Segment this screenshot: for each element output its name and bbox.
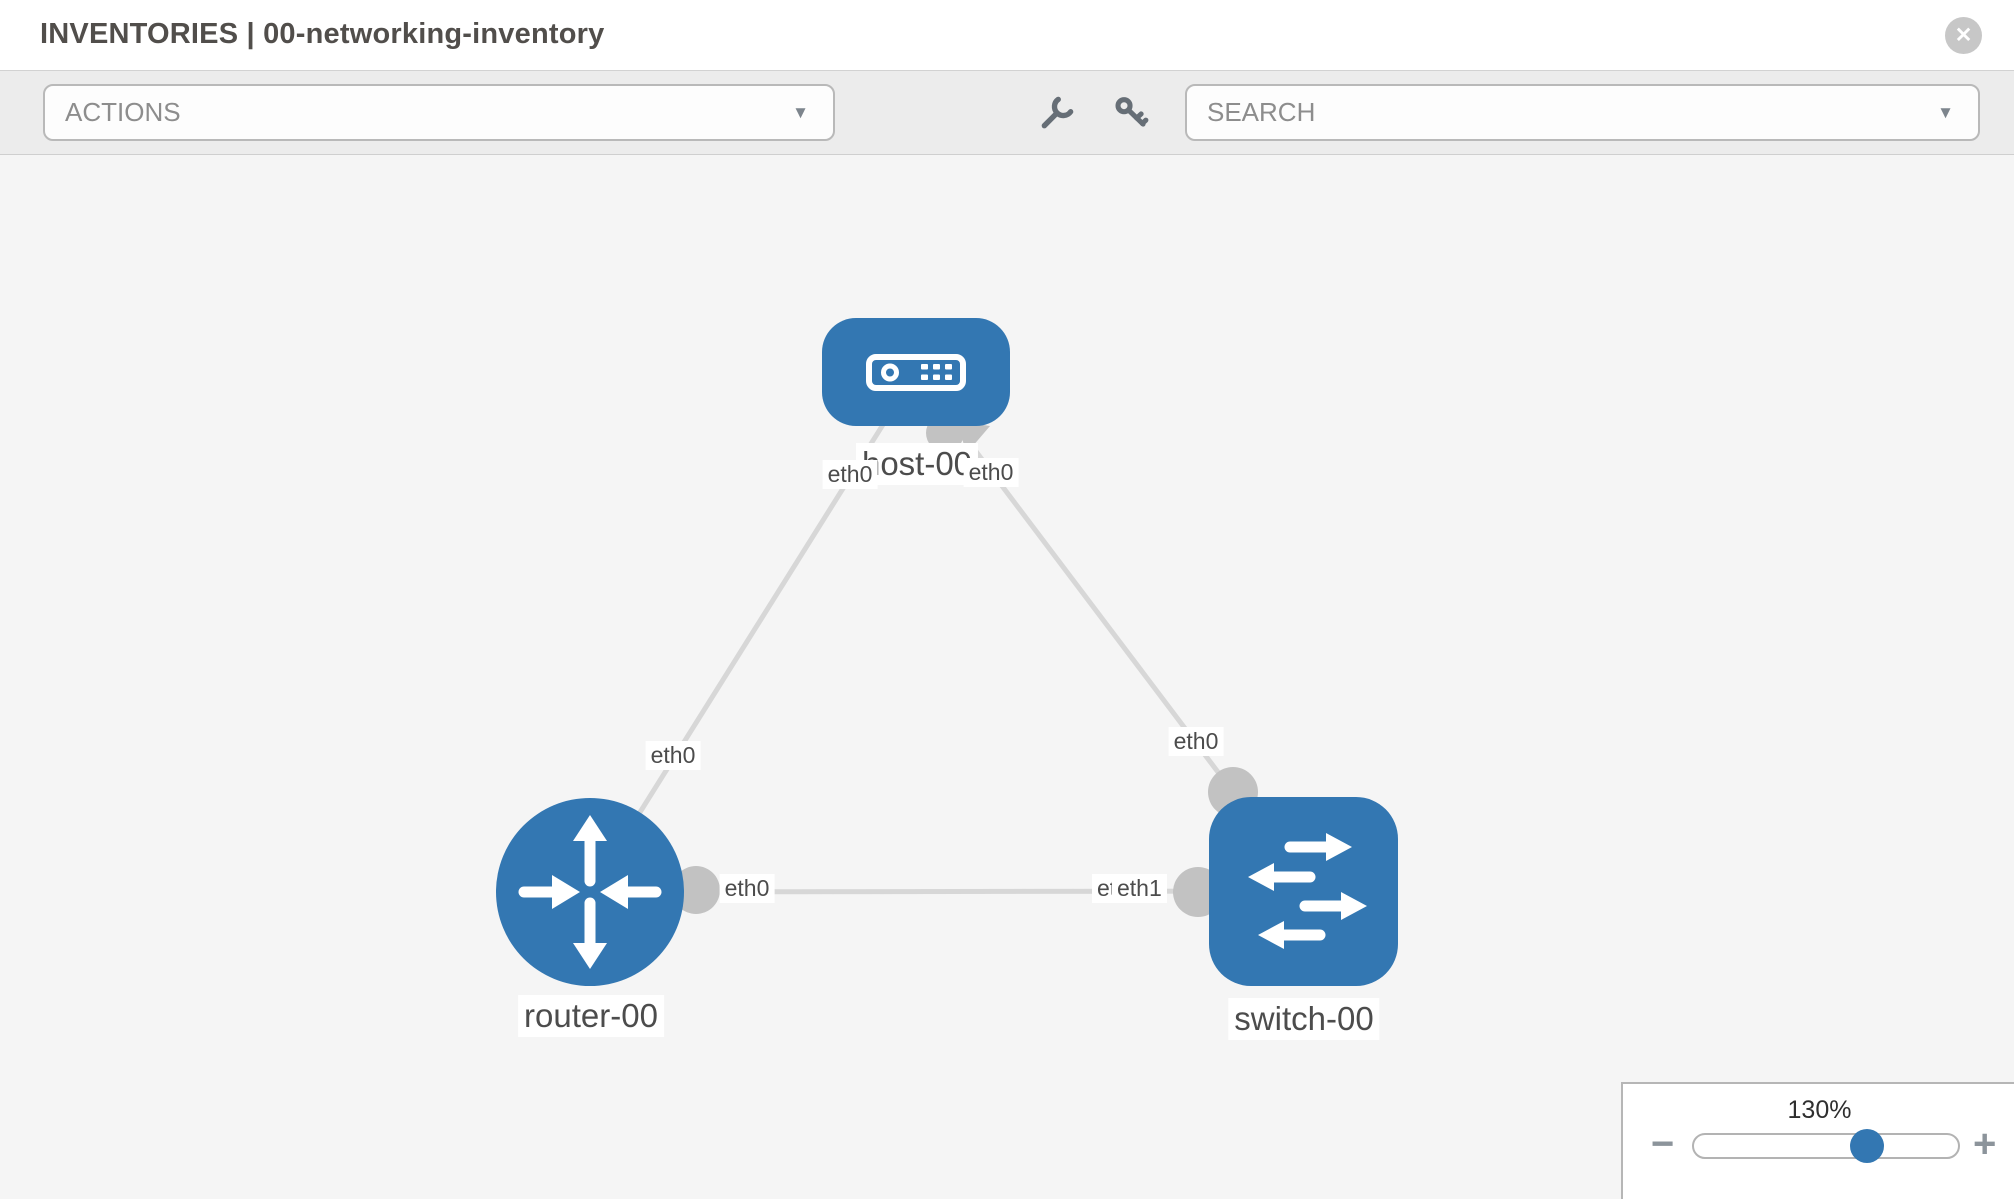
toolbar: ACTIONS ▼ SEARCH ▼ bbox=[0, 71, 2014, 155]
zoom-in-button[interactable]: + bbox=[1973, 1122, 1997, 1166]
port-router-eth0 bbox=[672, 866, 720, 914]
node-label-router: router-00 bbox=[518, 995, 664, 1037]
header: INVENTORIES | 00-networking-inventory ✕ bbox=[0, 0, 2014, 71]
search-dropdown[interactable]: SEARCH ▼ bbox=[1185, 84, 1980, 141]
switch-icon bbox=[1248, 833, 1367, 949]
zoom-slider-thumb[interactable] bbox=[1850, 1129, 1884, 1163]
topology-graph bbox=[496, 318, 1398, 986]
interface-ports bbox=[672, 414, 1258, 917]
key-icon[interactable] bbox=[1112, 94, 1150, 132]
toolbar-tools bbox=[1038, 71, 1150, 155]
iface-label-switch-mid: eth1 bbox=[1112, 874, 1167, 903]
chevron-down-icon: ▼ bbox=[792, 102, 809, 122]
node-label-host: host-00 bbox=[855, 443, 979, 485]
search-placeholder: SEARCH bbox=[1207, 97, 1316, 127]
zoom-panel: 130% − + bbox=[1621, 1082, 2014, 1199]
close-button[interactable]: ✕ bbox=[1945, 17, 1982, 54]
iface-label-switch-top: eth0 bbox=[1168, 727, 1224, 756]
iface-label-host-right: eth0 bbox=[963, 458, 1019, 487]
zoom-out-button[interactable]: − bbox=[1651, 1122, 1675, 1166]
node-host-00[interactable] bbox=[822, 318, 1010, 426]
iface-label-host-left: eth0 bbox=[822, 460, 878, 489]
wrench-icon[interactable] bbox=[1038, 94, 1076, 132]
node-switch-00[interactable] bbox=[1209, 797, 1398, 986]
router-icon bbox=[518, 815, 662, 969]
topology-canvas[interactable]: host-00 router-00 switch-00 eth0 eth0 et… bbox=[0, 155, 2014, 1199]
zoom-slider-track[interactable] bbox=[1692, 1129, 1960, 1163]
node-router-00[interactable] bbox=[496, 798, 684, 986]
host-icon bbox=[866, 354, 966, 391]
actions-label: ACTIONS bbox=[65, 97, 181, 127]
zoom-level: 130% bbox=[1787, 1096, 1852, 1124]
page-title: INVENTORIES | 00-networking-inventory bbox=[40, 18, 605, 50]
close-icon: ✕ bbox=[1954, 24, 1973, 47]
node-label-switch: switch-00 bbox=[1228, 998, 1380, 1040]
iface-label-host-router-mid: eth0 bbox=[645, 741, 701, 770]
chevron-down-icon: ▼ bbox=[1937, 102, 1954, 122]
iface-label-router-link-end: eth0 bbox=[719, 874, 775, 903]
actions-dropdown[interactable]: ACTIONS ▼ bbox=[43, 84, 835, 141]
